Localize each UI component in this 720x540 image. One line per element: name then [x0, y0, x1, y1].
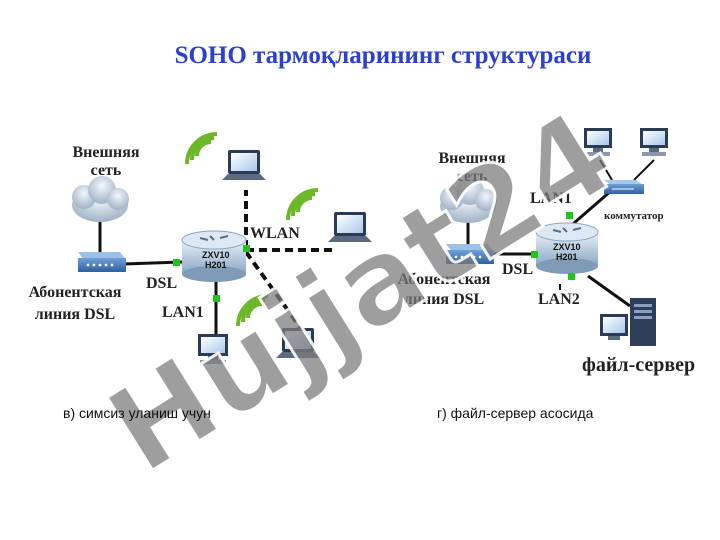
dsl-line-label-line2: линия DSL [404, 291, 484, 308]
external-net-label-line1: Внешняя [438, 150, 505, 167]
link-dot [213, 295, 220, 302]
dsl-line-label-line2: линия DSL [35, 306, 115, 323]
lan2-link [587, 274, 631, 308]
external-net-label-line1: Внешняя [72, 144, 139, 161]
laptop-icon-right [328, 212, 372, 242]
cloud-icon [440, 177, 497, 223]
external-net-label-line2: сеть [91, 162, 122, 179]
caption-left: в) симсиз уланиш учун [63, 405, 211, 421]
link-dot [568, 273, 575, 280]
left-diagram: ZXV10 H201 [29, 132, 372, 364]
link-dot [566, 212, 573, 219]
router-icon: ZXV10 H201 [181, 230, 247, 282]
external-net-label-line2: сеть [457, 168, 488, 185]
wifi-icon-2 [286, 188, 319, 221]
desktop-pc-icon [198, 334, 228, 364]
file-server-icon [600, 298, 656, 346]
file-server-label: файл-сервер [582, 354, 695, 376]
router-model-line1: ZXV10 [202, 250, 230, 260]
link-dot [173, 259, 180, 266]
wlan-label: WLAN [250, 225, 300, 242]
modem-icon [78, 252, 126, 272]
router-icon: ZXV10 H201 [535, 222, 599, 274]
laptop-icon-top [222, 150, 266, 180]
switch-label: коммутатор [604, 210, 664, 222]
dsl-line-label-line1: Абонентская [398, 271, 491, 288]
lan2-label: LAN2 [538, 291, 580, 308]
dsl-label: DSL [502, 261, 533, 278]
router-model-line2: H201 [556, 252, 578, 262]
router-model-line1: ZXV10 [553, 242, 581, 252]
switch-pc-link-1 [599, 159, 613, 181]
page-title: SOHO тармоқларининг структураси [174, 42, 592, 69]
wlan-link-3 [244, 250, 304, 332]
lan1-label: LAN1 [162, 304, 204, 321]
right-diagram: ZXV10 H201 [398, 128, 695, 376]
switch-pc-link-2 [633, 159, 655, 181]
wifi-icon-1 [185, 132, 218, 165]
wifi-icon-3 [236, 294, 269, 327]
desktop-pc-icon [584, 128, 612, 156]
caption-right: г) файл-сервер асосида [437, 405, 594, 421]
dsl-link [123, 260, 183, 266]
router-model-line2: H201 [205, 260, 227, 270]
desktop-pc-icon [640, 128, 668, 156]
lan1-label: LAN1 [530, 190, 572, 207]
switch-icon [604, 180, 644, 194]
modem-icon [446, 244, 494, 264]
link-dot [243, 245, 250, 252]
dsl-label: DSL [146, 275, 177, 292]
link-dot [531, 251, 538, 258]
dsl-line-label-line1: Абонентская [29, 284, 122, 301]
laptop-icon-bottom [276, 328, 320, 358]
cloud-icon [72, 176, 129, 222]
